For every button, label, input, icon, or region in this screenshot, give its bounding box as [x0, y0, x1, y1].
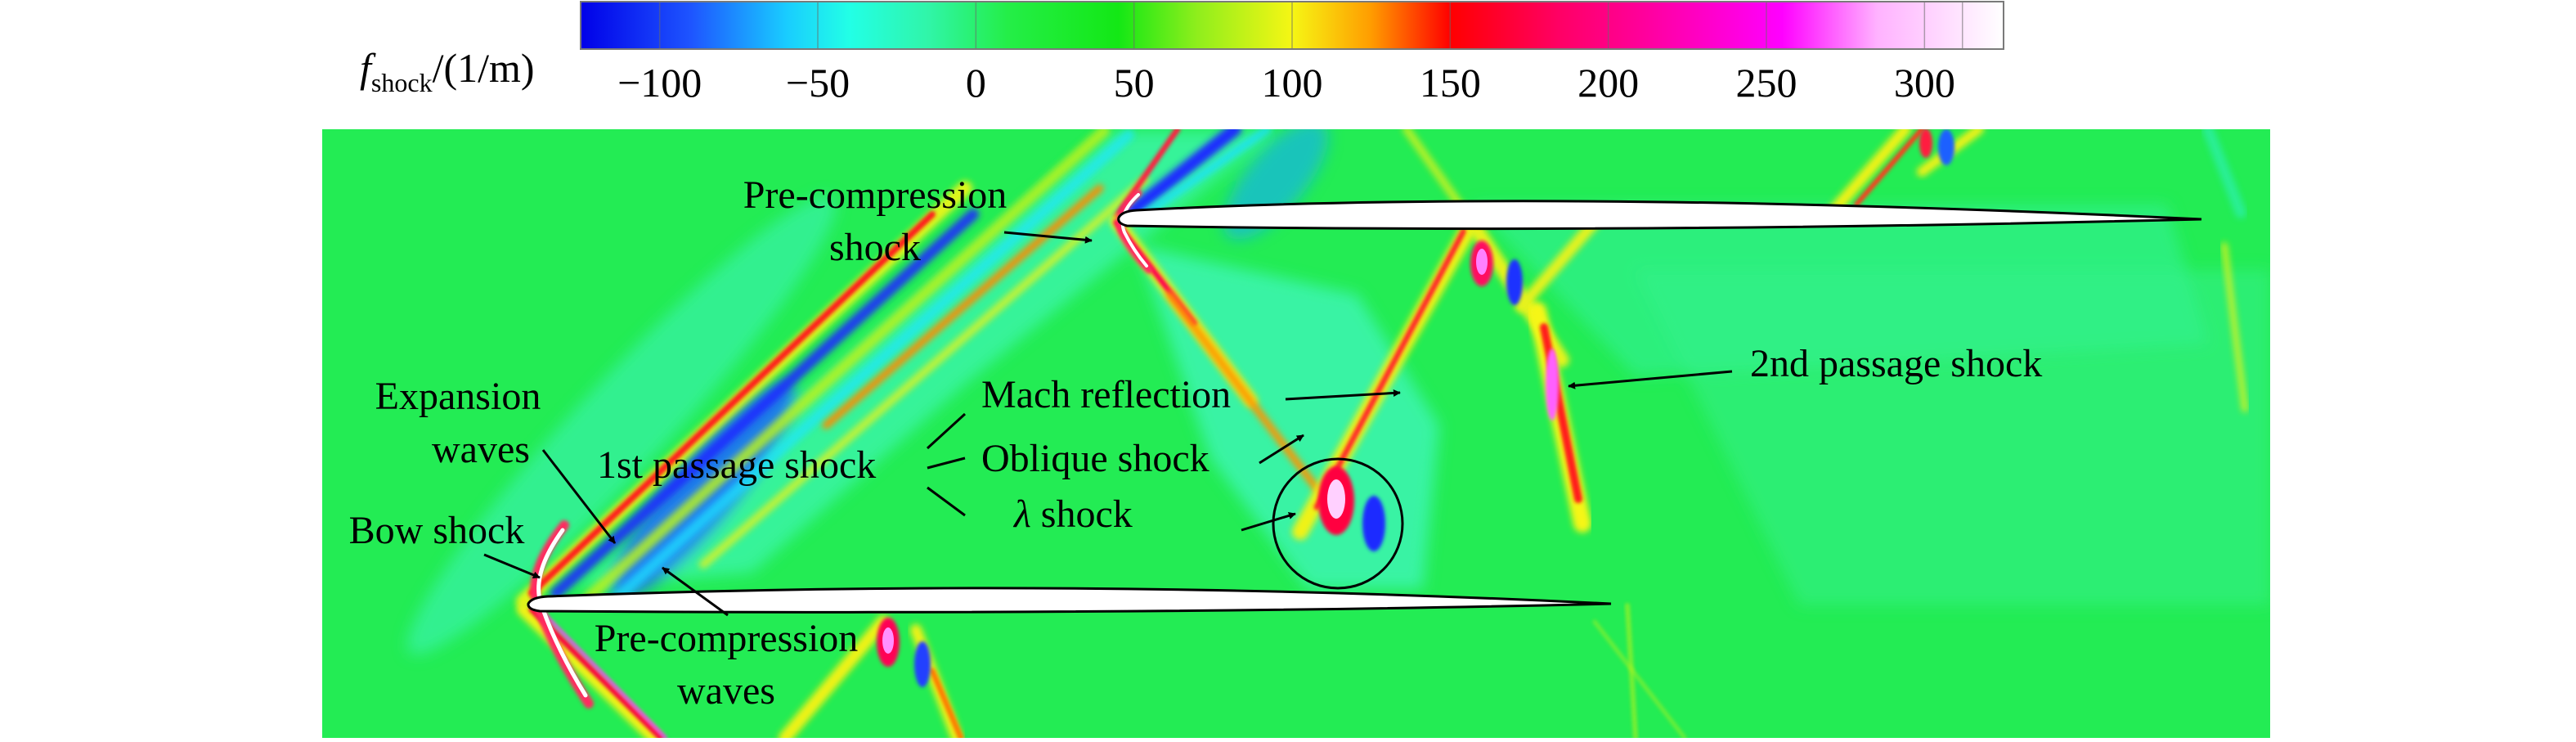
- arrow-pre-compression-waves: [662, 566, 729, 617]
- faint-cyan-right: [2202, 129, 2246, 218]
- diagonal-band-orange: [822, 184, 1104, 429]
- label-bow-shock: Bow shock: [349, 509, 525, 552]
- label-lambda-symbol: λ: [1012, 492, 1031, 536]
- arrow-oblique-shock: [1259, 434, 1304, 465]
- label-second-passage-shock: 2nd passage shock: [1750, 342, 2042, 385]
- precompression-core-inner: [1120, 193, 1148, 268]
- leader-first-passage-bot: [927, 486, 966, 517]
- upper-right-shock-red: [1854, 129, 1924, 207]
- colorbar-tick-label: −100: [617, 60, 702, 106]
- bow-shock-lower-magenta: [538, 608, 667, 738]
- colorbar-frame: [580, 1, 2004, 50]
- hotspot-lower-blue: [914, 641, 931, 687]
- precompression-shock-cyan: [1141, 129, 1272, 218]
- label-pre-compression-shock-line2: shock: [829, 226, 921, 269]
- colorbar-tick-label: 100: [1262, 60, 1323, 106]
- hotspot-lambda-blue: [1362, 496, 1385, 551]
- upper-blade: [1117, 200, 2202, 231]
- label-oblique-shock: Oblique shock: [981, 437, 1209, 480]
- arrow-expansion-waves: [541, 449, 617, 544]
- label-pre-compression-shock-line1: Pre-compression: [743, 173, 1008, 217]
- label-first-passage-shock: 1st passage shock: [597, 443, 876, 487]
- label-pre-compression-waves-line2: waves: [677, 669, 775, 713]
- soft-regions: [406, 129, 2270, 655]
- colorbar-label: fshock/(1/m): [360, 45, 535, 97]
- expansion-band-blue: [550, 209, 979, 599]
- hotspot-upper-blue: [1506, 259, 1523, 305]
- label-expansion-waves-line2: waves: [432, 428, 530, 471]
- lower-shock-yellow: [779, 615, 890, 738]
- arrow-pre-compression-shock: [1003, 231, 1093, 244]
- label-expansion-waves-line1: Expansion: [375, 375, 541, 418]
- colorbar-tick-label: 150: [1420, 60, 1481, 106]
- hotspot-second-core: [1546, 349, 1559, 420]
- colorbar-dividers: [658, 2, 1963, 49]
- precompression-shock-blue: [1122, 129, 1241, 221]
- lower-faint-lines-2: [1592, 619, 1687, 738]
- hotspot-top-red: [1919, 129, 1932, 158]
- hotspot-lower-core: [882, 627, 894, 654]
- cyan-band-faint: [406, 196, 837, 655]
- colorbar-tick-label: 0: [966, 60, 986, 106]
- diagonal-band-cyan: [608, 129, 1134, 607]
- trailing-yellow-right: [2221, 242, 2248, 412]
- label-lambda-text: shock: [1041, 492, 1133, 536]
- colorbar-label-sub: shock: [371, 68, 433, 97]
- diagonal-band-yellow-2: [699, 176, 1149, 569]
- leader-first-passage-top: [926, 412, 967, 450]
- colorbar-tick-label: 50: [1114, 60, 1155, 106]
- mach-reflection-red: [1313, 227, 1467, 510]
- upper-right-shock-yellow: [1826, 129, 1911, 218]
- label-mach-reflection: Mach reflection: [981, 373, 1231, 416]
- leader-first-passage-mid: [927, 456, 966, 470]
- annotations: Pre-compression shock Expansion waves Bo…: [349, 173, 2043, 713]
- colorbar-tick-label: 200: [1577, 60, 1639, 106]
- hotspot-top-blue: [1938, 129, 1954, 165]
- colorbar-tick-label: 300: [1894, 60, 1955, 106]
- colorbar-tick-label: −50: [786, 60, 850, 106]
- arrow-mach-reflection: [1285, 389, 1401, 401]
- arrow-second-passage-shock: [1568, 370, 1733, 389]
- arrow-lambda-shock: [1241, 512, 1296, 532]
- arrow-bow-shock: [483, 553, 541, 579]
- first-passage-shock-orange: [1165, 290, 1329, 503]
- cyan-wake-right: [1636, 270, 2270, 605]
- lower-shock-orange: [929, 668, 964, 738]
- expansion-band-red: [528, 211, 936, 596]
- lambda-shock-circle: [1272, 457, 1404, 590]
- colorbar-label-unit: /(1/m): [433, 45, 535, 91]
- hot-spots: [877, 129, 1954, 687]
- colorbar-tick-labels: −100 −50 0 50 100 150 200 250 300: [617, 60, 1955, 106]
- label-pre-compression-waves-line1: Pre-compression: [595, 617, 859, 660]
- diagonal-band-yellow: [583, 129, 1110, 603]
- hotspot-upper-core: [1476, 249, 1488, 275]
- colorbar-tick-label: 250: [1736, 60, 1797, 106]
- flow-field: [322, 129, 2270, 738]
- cyan-passage-region: [1137, 245, 1439, 589]
- colorbar: −100 −50 0 50 100 150 200 250 300 fshock/(1/m): [360, 1, 2004, 106]
- hotspot-lambda-core: [1327, 479, 1345, 519]
